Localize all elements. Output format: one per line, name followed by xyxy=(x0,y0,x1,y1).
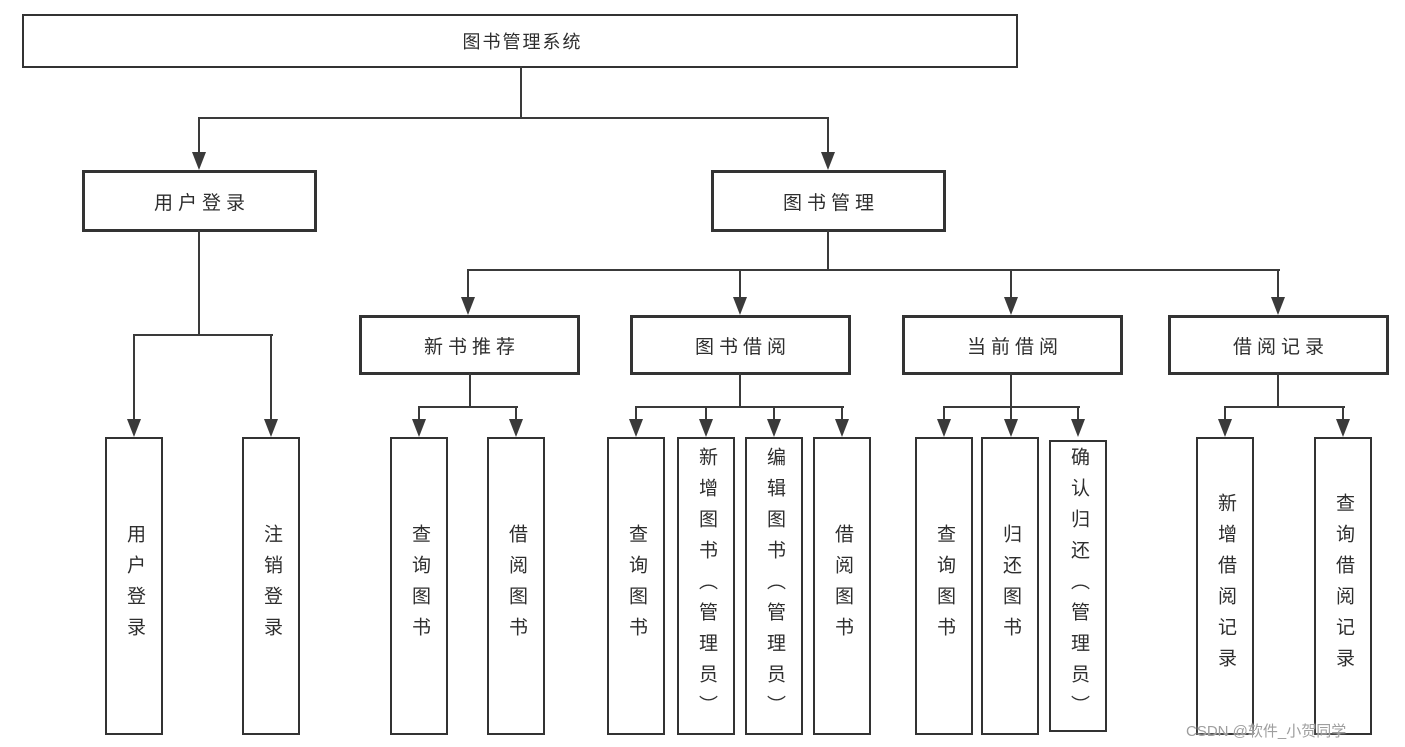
arrowhead-down-icon xyxy=(1004,297,1018,315)
connector-shaft-leaf xyxy=(841,406,843,421)
connector-shaft-level2 xyxy=(1010,269,1012,299)
connector-stem xyxy=(469,373,471,408)
node-library-management-system: 图书管理系统 xyxy=(22,14,1018,68)
connector-shaft-level2 xyxy=(467,269,469,299)
arrowhead-down-icon xyxy=(412,419,426,437)
node-current-borrowing: 当前借阅 xyxy=(902,315,1123,375)
leaf-borrow-books: 借阅图书 xyxy=(813,437,871,735)
connector-shaft-leaf xyxy=(773,406,775,421)
arrowhead-down-icon xyxy=(699,419,713,437)
leaf-query-books-current: 查询图书 xyxy=(915,437,973,735)
leaf-borrow-books-recommend: 借阅图书 xyxy=(487,437,545,735)
arrowhead-down-icon xyxy=(835,419,849,437)
connector-shaft-book-management xyxy=(827,117,829,154)
connector-branch xyxy=(418,406,518,408)
connector-shaft-leaf xyxy=(635,406,637,421)
connector-shaft-leaf xyxy=(133,334,135,421)
connector-stem xyxy=(1010,373,1012,408)
connector-branch-level2 xyxy=(467,269,1280,271)
connector-branch xyxy=(1224,406,1345,408)
connector-shaft-level2 xyxy=(739,269,741,299)
leaf-query-borrow-record: 查询借阅记录 xyxy=(1314,437,1372,735)
arrowhead-down-icon xyxy=(264,419,278,437)
arrowhead-down-icon xyxy=(733,297,747,315)
node-book-borrowing: 图书借阅 xyxy=(630,315,851,375)
arrowhead-down-icon xyxy=(1271,297,1285,315)
node-user-login: 用户登录 xyxy=(82,170,317,232)
arrowhead-down-icon xyxy=(1218,419,1232,437)
connector-branch-level1 xyxy=(198,117,829,119)
connector-shaft-leaf xyxy=(1342,406,1344,421)
leaf-logout: 注销登录 xyxy=(242,437,300,735)
connector-book-management-stem xyxy=(827,230,829,271)
connector-shaft-level2 xyxy=(1277,269,1279,299)
arrowhead-down-icon xyxy=(461,297,475,315)
arrowhead-down-icon xyxy=(937,419,951,437)
connector-user-login-stem xyxy=(198,230,200,336)
leaf-query-books-borrowing: 查询图书 xyxy=(607,437,665,735)
connector-shaft-leaf xyxy=(1077,406,1079,421)
arrowhead-down-icon xyxy=(1336,419,1350,437)
connector-branch xyxy=(635,406,844,408)
connector-shaft-user-login xyxy=(198,117,200,154)
connector-shaft-leaf xyxy=(515,406,517,421)
leaf-user-login: 用户登录 xyxy=(105,437,163,735)
leaf-add-books-admin: 新增图书（管理员） xyxy=(677,437,735,735)
leaf-confirm-return-admin: 确认归还（管理员） xyxy=(1049,440,1107,732)
arrowhead-down-icon xyxy=(629,419,643,437)
connector-shaft-leaf xyxy=(270,334,272,421)
csdn-watermark: CSDN @软件_小贺同学 xyxy=(1186,723,1347,740)
node-borrowing-records: 借阅记录 xyxy=(1168,315,1389,375)
connector-shaft-leaf xyxy=(943,406,945,421)
connector-stem xyxy=(1277,373,1279,408)
connector-shaft-leaf xyxy=(1010,406,1012,421)
arrowhead-down-icon xyxy=(767,419,781,437)
connector-branch-user-login xyxy=(133,334,273,336)
arrowhead-down-icon xyxy=(1004,419,1018,437)
connector-shaft-leaf xyxy=(705,406,707,421)
arrowhead-down-icon xyxy=(509,419,523,437)
arrowhead-down-icon xyxy=(821,152,835,170)
arrowhead-down-icon xyxy=(1071,419,1085,437)
leaf-return-books: 归还图书 xyxy=(981,437,1039,735)
leaf-add-borrow-record: 新增借阅记录 xyxy=(1196,437,1254,735)
arrowhead-down-icon xyxy=(192,152,206,170)
connector-stem xyxy=(739,373,741,408)
connector-shaft-leaf xyxy=(418,406,420,421)
leaf-edit-books-admin: 编辑图书（管理员） xyxy=(745,437,803,735)
leaf-query-books-recommend: 查询图书 xyxy=(390,437,448,735)
connector-root-stem xyxy=(520,66,522,119)
node-book-management: 图书管理 xyxy=(711,170,946,232)
arrowhead-down-icon xyxy=(127,419,141,437)
connector-shaft-leaf xyxy=(1224,406,1226,421)
node-new-book-recommend: 新书推荐 xyxy=(359,315,580,375)
